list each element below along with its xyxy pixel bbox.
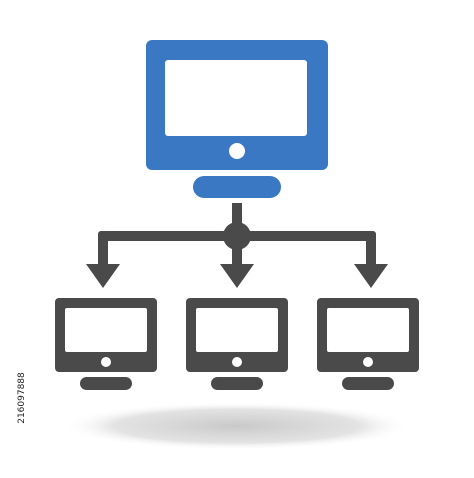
right-drop-line bbox=[366, 231, 376, 267]
middle-monitor-stand bbox=[211, 377, 263, 390]
bus-line bbox=[103, 231, 371, 241]
left-monitor-power-dot bbox=[101, 357, 111, 367]
middle-monitor-power-dot bbox=[232, 357, 242, 367]
left-arrow-head bbox=[86, 264, 120, 288]
stock-id-label: 216097888 bbox=[17, 372, 27, 424]
right-monitor-icon bbox=[317, 298, 419, 390]
left-drop-line bbox=[98, 231, 108, 267]
left-monitor-screen bbox=[65, 308, 147, 352]
network-connectors bbox=[86, 203, 388, 288]
middle-arrow-head bbox=[220, 264, 254, 288]
main-monitor-icon bbox=[146, 40, 328, 198]
left-monitor-stand bbox=[80, 377, 132, 390]
right-monitor-stand bbox=[342, 377, 394, 390]
main-monitor-screen bbox=[165, 60, 307, 136]
main-monitor-stand bbox=[193, 176, 281, 198]
right-monitor-screen bbox=[327, 308, 409, 352]
middle-monitor-icon bbox=[186, 298, 288, 390]
main-monitor-power-dot bbox=[229, 143, 245, 159]
middle-drop-line bbox=[232, 246, 242, 268]
right-monitor-power-dot bbox=[363, 357, 373, 367]
middle-monitor-screen bbox=[196, 308, 278, 352]
floor-shadow bbox=[62, 402, 412, 450]
right-arrow-head bbox=[354, 264, 388, 288]
left-monitor-icon bbox=[55, 298, 157, 390]
